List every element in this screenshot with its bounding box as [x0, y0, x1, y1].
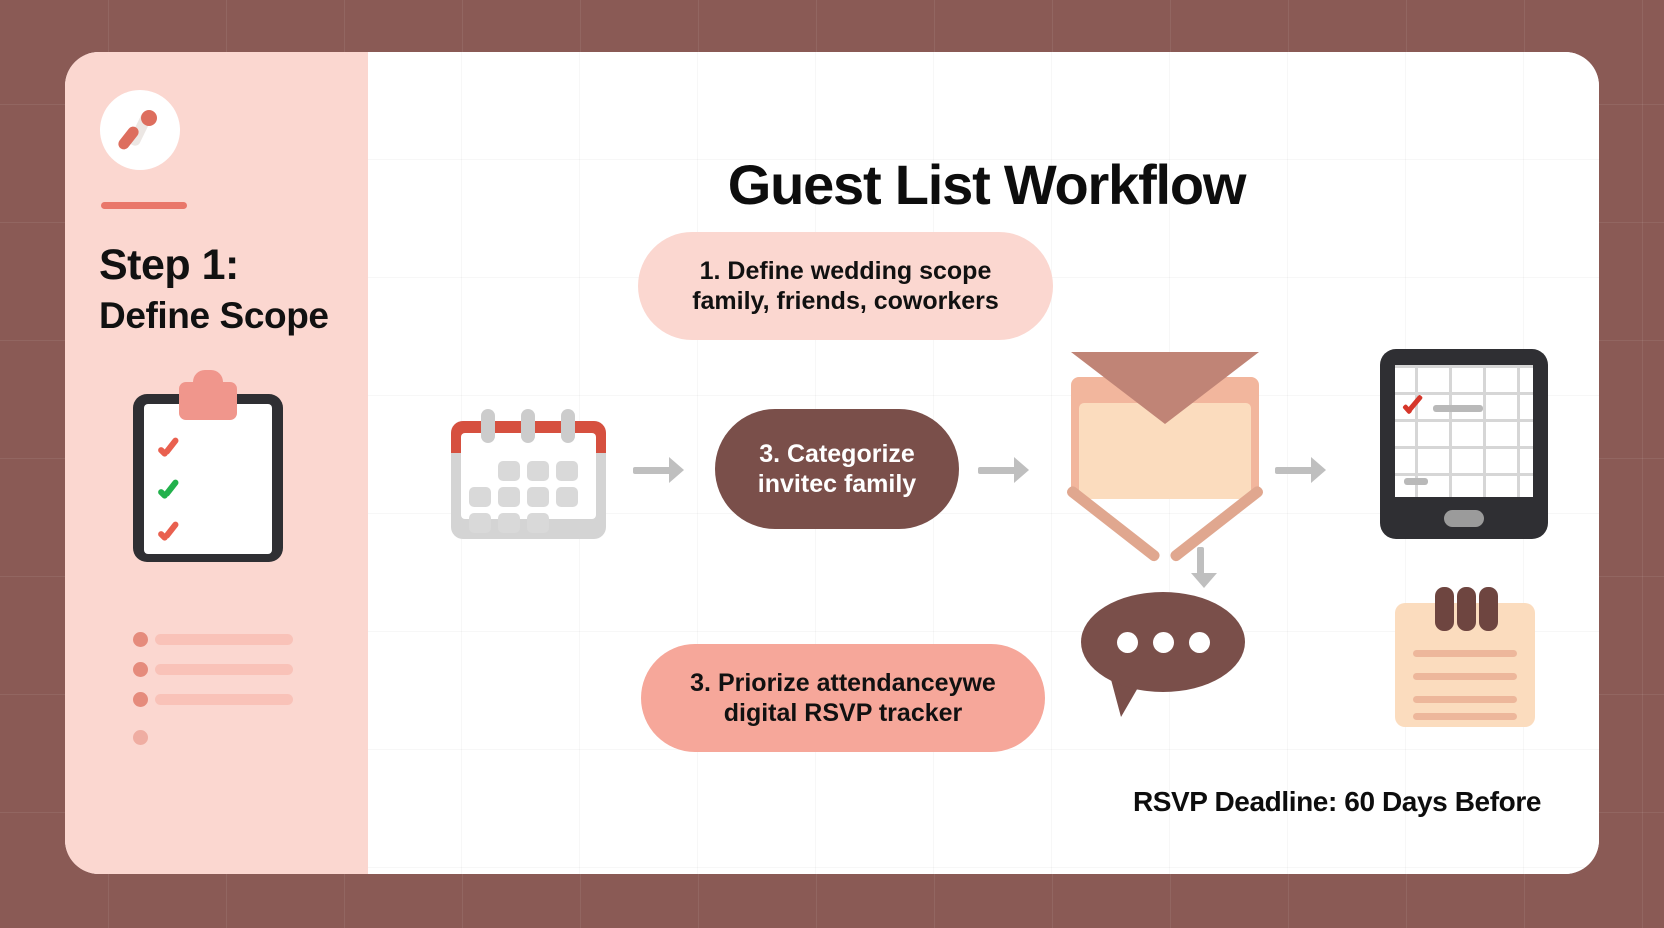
calendar-ring [481, 409, 495, 443]
clipboard-row-1 [158, 432, 262, 462]
clipboard-clip [179, 382, 237, 420]
notepad-line [1413, 673, 1517, 680]
flow-node-3-text: 3. Priorize attendanceywe digital RSVP t… [690, 668, 996, 728]
check-icon-red-2 [158, 520, 182, 540]
calendar-cell [469, 513, 491, 533]
tablet-line [1433, 405, 1483, 412]
arrow-head [1014, 457, 1029, 483]
calendar-cell [556, 487, 578, 507]
arrow-shaft [978, 466, 1016, 474]
main-panel: Guest List Workflow 1. Define wedding sc… [368, 52, 1599, 874]
flow-node-1-line2: family, friends, coworkers [692, 287, 999, 315]
flow-node-2[interactable]: 3. Categorize invitec family [715, 409, 959, 529]
tablet-line [1404, 478, 1428, 485]
flow-node-3-line1: 3. Priorize attendanceywe [690, 669, 996, 697]
calendar-cell [527, 513, 549, 533]
calendar-cell [498, 461, 520, 481]
arrow-shaft [633, 466, 671, 474]
calendar-cell [527, 461, 549, 481]
arrow-right-icon-1 [633, 455, 684, 485]
abstract-people-logo-icon [116, 107, 163, 153]
bullet-dot [133, 632, 148, 647]
arrow-shaft [1196, 547, 1204, 575]
notepad-icon [1395, 587, 1535, 727]
speech-bubble-dot [1153, 632, 1174, 653]
calendar-cell [527, 487, 549, 507]
slide-card: Step 1: Define Scope [65, 52, 1599, 874]
step-subtitle: Define Scope [99, 295, 329, 336]
flow-node-1-line1: 1. Define wedding scope [699, 257, 992, 285]
clipboard-checklist-icon [133, 370, 283, 562]
notepad-binding-tab [1457, 587, 1476, 631]
arrow-head [1311, 457, 1326, 483]
clipboard-row-3 [158, 516, 262, 546]
calendar-cell [469, 487, 491, 507]
speech-bubble-icon [1081, 592, 1245, 717]
logo-dot [141, 110, 157, 126]
footer-note: RSVP Deadline: 60 Days Before [1132, 786, 1541, 817]
arrow-head [1191, 573, 1217, 588]
calendar-cell [469, 461, 491, 481]
speech-bubble-dot [1117, 632, 1138, 653]
list-item [133, 730, 293, 745]
sidebar: Step 1: Define Scope [65, 52, 368, 874]
flow-node-1-text: 1. Define wedding scope family, friends,… [692, 256, 999, 316]
check-icon-red-1 [158, 436, 182, 456]
flow-node-1[interactable]: 1. Define wedding scope family, friends,… [638, 232, 1053, 340]
bullet-dot [133, 662, 148, 677]
notepad-binding-tab [1435, 587, 1454, 631]
bullet-dot [133, 730, 148, 745]
bullet-bar [155, 694, 293, 705]
envelope-flap [1071, 352, 1259, 424]
clipboard-row-2 [158, 474, 262, 504]
check-icon-tablet [1404, 395, 1426, 415]
logo-badge [100, 90, 180, 170]
calendar-cell [556, 513, 578, 533]
calendar-icon [451, 409, 606, 539]
check-icon-green [158, 478, 182, 498]
flow-node-3-line2: digital RSVP tracker [723, 699, 963, 727]
list-item [133, 692, 293, 707]
flow-node-2-line1: 3. Categorize [759, 440, 915, 468]
calendar-ring [561, 409, 575, 443]
sidebar-bullet-list [133, 632, 293, 760]
notepad-binding-tab [1479, 587, 1498, 631]
notepad-line [1413, 713, 1517, 720]
flow-node-3[interactable]: 3. Priorize attendanceywe digital RSVP t… [641, 644, 1045, 752]
arrow-down-icon-2 [1191, 547, 1217, 588]
bullet-dot [133, 692, 148, 707]
bullet-bar [155, 634, 293, 645]
arrow-right-icon-3 [1275, 455, 1326, 485]
notepad-line [1413, 650, 1517, 657]
bullet-bar [155, 664, 293, 675]
arrow-head [669, 457, 684, 483]
page-title: Guest List Workflow [727, 153, 1247, 216]
list-item [133, 662, 293, 677]
accent-divider [101, 202, 187, 209]
tablet-screen [1395, 365, 1533, 497]
calendar-ring [521, 409, 535, 443]
tablet-home-button[interactable] [1444, 510, 1484, 527]
tablet-spreadsheet-icon [1380, 349, 1548, 539]
arrow-shaft [1275, 466, 1313, 474]
notepad-line [1413, 696, 1517, 703]
calendar-cell [556, 461, 578, 481]
step-label: Step 1: [99, 241, 239, 289]
list-item [133, 632, 293, 647]
envelope-icon [1065, 352, 1265, 564]
tablet-grid [1395, 365, 1533, 497]
calendar-cell [498, 513, 520, 533]
flow-node-2-line2: invitec family [757, 470, 917, 498]
calendar-grid [469, 461, 589, 533]
flow-node-2-text: 3. Categorize invitec family [758, 439, 916, 499]
calendar-cell [498, 487, 520, 507]
arrow-right-icon-2 [978, 455, 1029, 485]
speech-bubble-dot [1189, 632, 1210, 653]
